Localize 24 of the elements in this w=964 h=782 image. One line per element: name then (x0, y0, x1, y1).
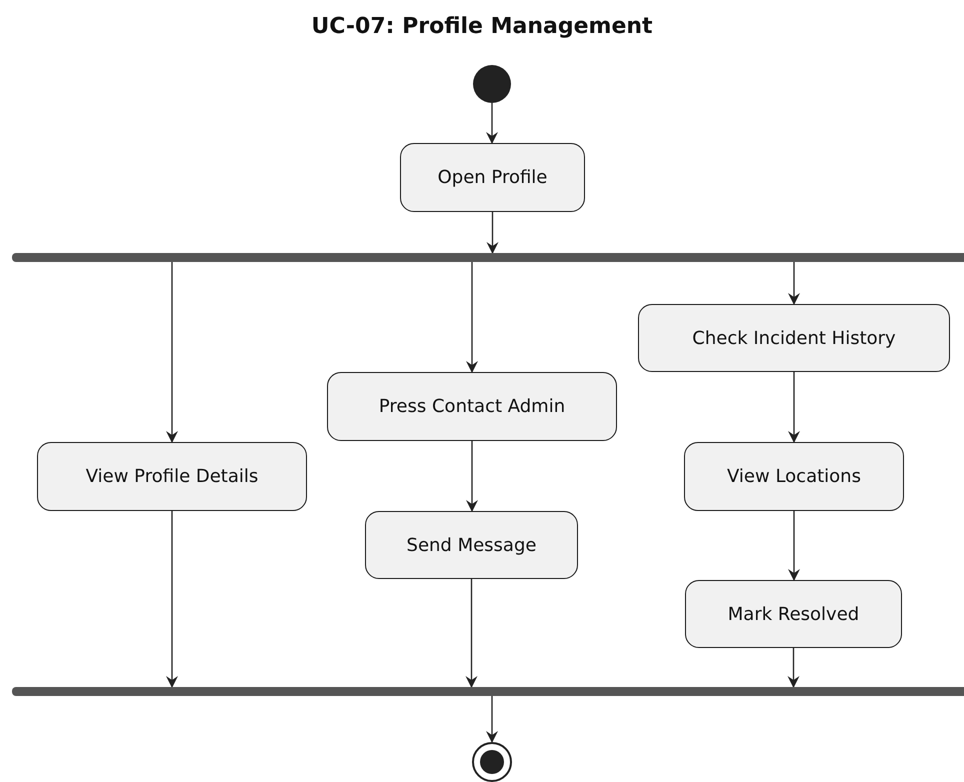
arrow (166, 262, 178, 443)
action-box: Mark Resolved (685, 580, 902, 648)
arrow (486, 212, 498, 254)
arrow (466, 441, 478, 512)
arrow (788, 511, 800, 581)
arrow (788, 648, 800, 688)
arrow (788, 372, 800, 443)
arrow (788, 262, 800, 305)
action-box: Open Profile (400, 143, 585, 212)
diagram-title: UC-07: Profile Management (310, 14, 654, 39)
arrow (486, 696, 498, 743)
start-node (473, 65, 511, 103)
arrow (486, 103, 498, 144)
action-box: Check Incident History (638, 304, 950, 372)
sync-bar (12, 687, 964, 696)
action-box: View Locations (684, 442, 904, 511)
action-box: Send Message (365, 511, 578, 579)
arrow (466, 262, 478, 373)
sync-bar (12, 253, 964, 262)
arrow (166, 511, 178, 688)
action-box: Press Contact Admin (327, 372, 617, 441)
end-node (472, 742, 512, 782)
arrow (466, 579, 478, 688)
action-box: View Profile Details (37, 442, 307, 511)
